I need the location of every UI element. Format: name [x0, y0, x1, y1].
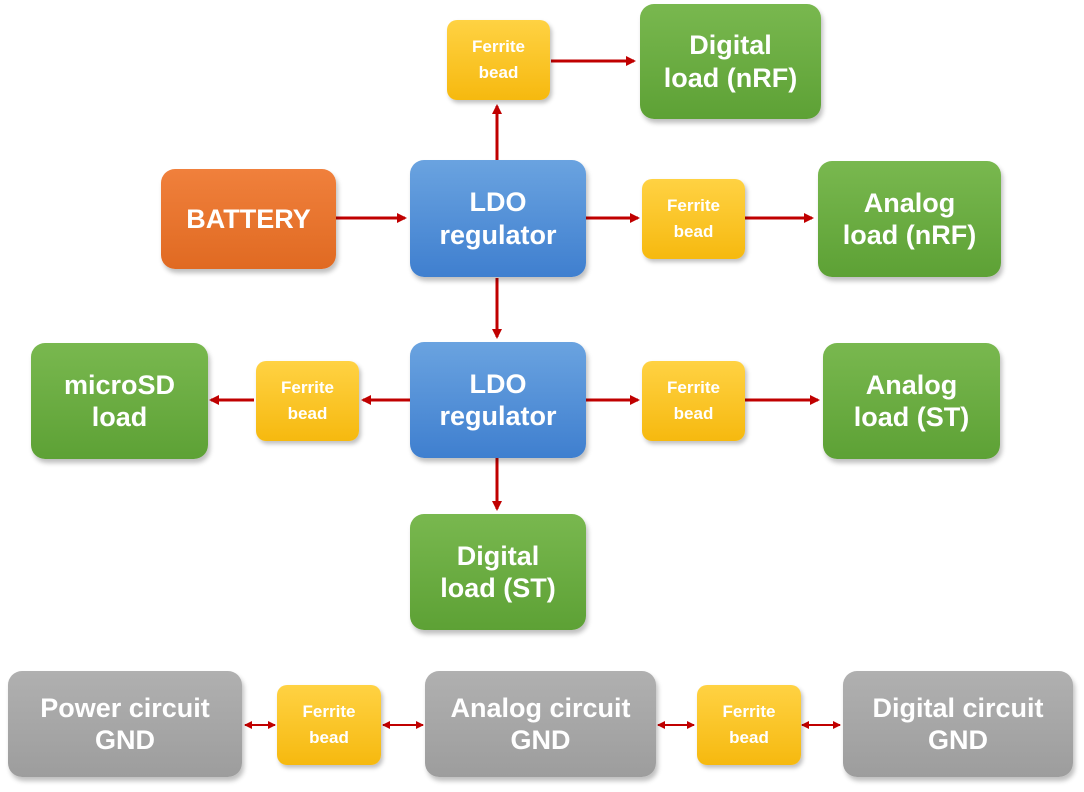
ferrite-bead-analog-nrf: Ferrite bead: [642, 179, 745, 259]
power-circuit-gnd-line1: Power circuit: [40, 692, 210, 723]
digital-load-st: Digital load (ST): [410, 514, 586, 630]
ferrite-bead-microsd-line2: bead: [287, 404, 328, 423]
ferrite-bead-analog-st-line2: bead: [673, 404, 714, 423]
ferrite-bead-analog-st-line1: Ferrite: [667, 377, 720, 397]
ferrite-bead-gnd-right-line2: bead: [729, 728, 769, 747]
ferrite-bead-gnd-left-line2: bead: [309, 728, 349, 747]
microsd-load-line2: load: [91, 402, 148, 432]
microsd-load: microSD load: [31, 343, 208, 459]
ferrite-bead-gnd-left-line1: Ferrite: [302, 701, 356, 721]
ldo-regulator-1: LDO regulator: [410, 160, 586, 277]
digital-circuit-gnd-line2: GND: [928, 725, 988, 755]
analog-load-nrf: Analog load (nRF): [818, 161, 1001, 277]
ldo-regulator-1-line2: regulator: [439, 219, 557, 250]
ferrite-bead-analog-nrf-line1: Ferrite: [667, 195, 720, 215]
analog-load-st-line2: load (ST): [853, 402, 970, 432]
power-circuit-gnd: Power circuit GND: [8, 671, 242, 777]
ferrite-bead-gnd-right-line1: Ferrite: [722, 701, 776, 721]
ferrite-bead-analog-nrf-line2: bead: [673, 222, 714, 241]
ferrite-bead-top-line2: bead: [478, 63, 519, 82]
ferrite-bead-gnd-left: Ferrite bead: [277, 685, 381, 765]
digital-load-nrf: Digital load (nRF): [640, 4, 821, 119]
analog-load-nrf-line2: load (nRF): [842, 220, 977, 250]
ldo-regulator-2: LDO regulator: [410, 342, 586, 458]
digital-circuit-gnd-line1: Digital circuit: [872, 692, 1044, 723]
digital-load-nrf-line1: Digital: [689, 30, 772, 61]
ferrite-bead-top-line1: Ferrite: [472, 36, 525, 56]
ferrite-bead-microsd: Ferrite bead: [256, 361, 359, 441]
ldo-regulator-2-line1: LDO: [469, 368, 527, 399]
power-circuit-gnd-line2: GND: [95, 725, 155, 755]
microsd-load-line1: microSD: [63, 369, 176, 400]
analog-circuit-gnd-line2: GND: [510, 725, 571, 755]
analog-load-st-line1: Analog: [865, 369, 958, 400]
battery-label: BATTERY: [186, 203, 311, 234]
analog-circuit-gnd-line1: Analog circuit: [450, 692, 631, 723]
digital-load-nrf-line2: load (nRF): [663, 62, 798, 93]
analog-load-st: Analog load (ST): [823, 343, 1000, 459]
ferrite-bead-top: Ferrite bead: [447, 20, 550, 100]
analog-load-nrf-line1: Analog: [863, 187, 956, 218]
digital-load-st-line2: load (ST): [440, 573, 556, 603]
ferrite-bead-microsd-line1: Ferrite: [281, 377, 334, 397]
ldo-regulator-1-line1: LDO: [469, 187, 527, 218]
digital-load-st-line1: Digital: [456, 540, 540, 571]
ferrite-bead-analog-st: Ferrite bead: [642, 361, 745, 441]
digital-circuit-gnd: Digital circuit GND: [843, 671, 1073, 777]
battery-block: BATTERY: [161, 169, 336, 269]
ferrite-bead-gnd-right: Ferrite bead: [697, 685, 801, 765]
ldo-regulator-2-line2: regulator: [439, 401, 557, 431]
analog-circuit-gnd: Analog circuit GND: [425, 671, 656, 777]
